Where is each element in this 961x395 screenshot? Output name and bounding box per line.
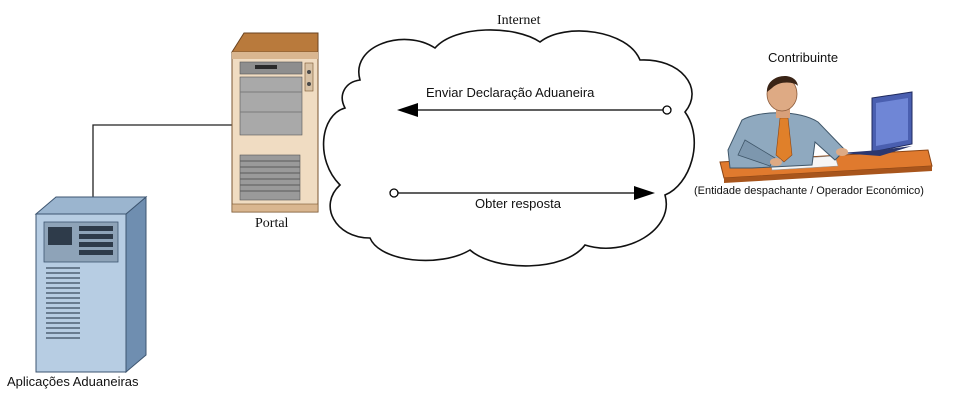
internet-label: Internet (497, 13, 541, 28)
aplicacoes-label: Aplicações Aduaneiras (7, 374, 139, 389)
aplicacoes-server-icon (34, 195, 148, 374)
contribuinte-subtitle: (Entidade despachante / Operador Económi… (694, 185, 924, 197)
contribuinte-person-icon (719, 75, 933, 183)
contribuinte-label: Contribuinte (768, 50, 839, 65)
connection-line (92, 124, 232, 198)
receive-arrow (389, 186, 655, 200)
receive-label: Obter resposta (475, 196, 561, 211)
send-label: Enviar Declaração Aduaneira (426, 85, 595, 100)
portal-server-icon (231, 32, 319, 213)
portal-label: Portal (255, 216, 289, 231)
send-arrow (397, 103, 672, 117)
cloud-icon (322, 29, 695, 267)
